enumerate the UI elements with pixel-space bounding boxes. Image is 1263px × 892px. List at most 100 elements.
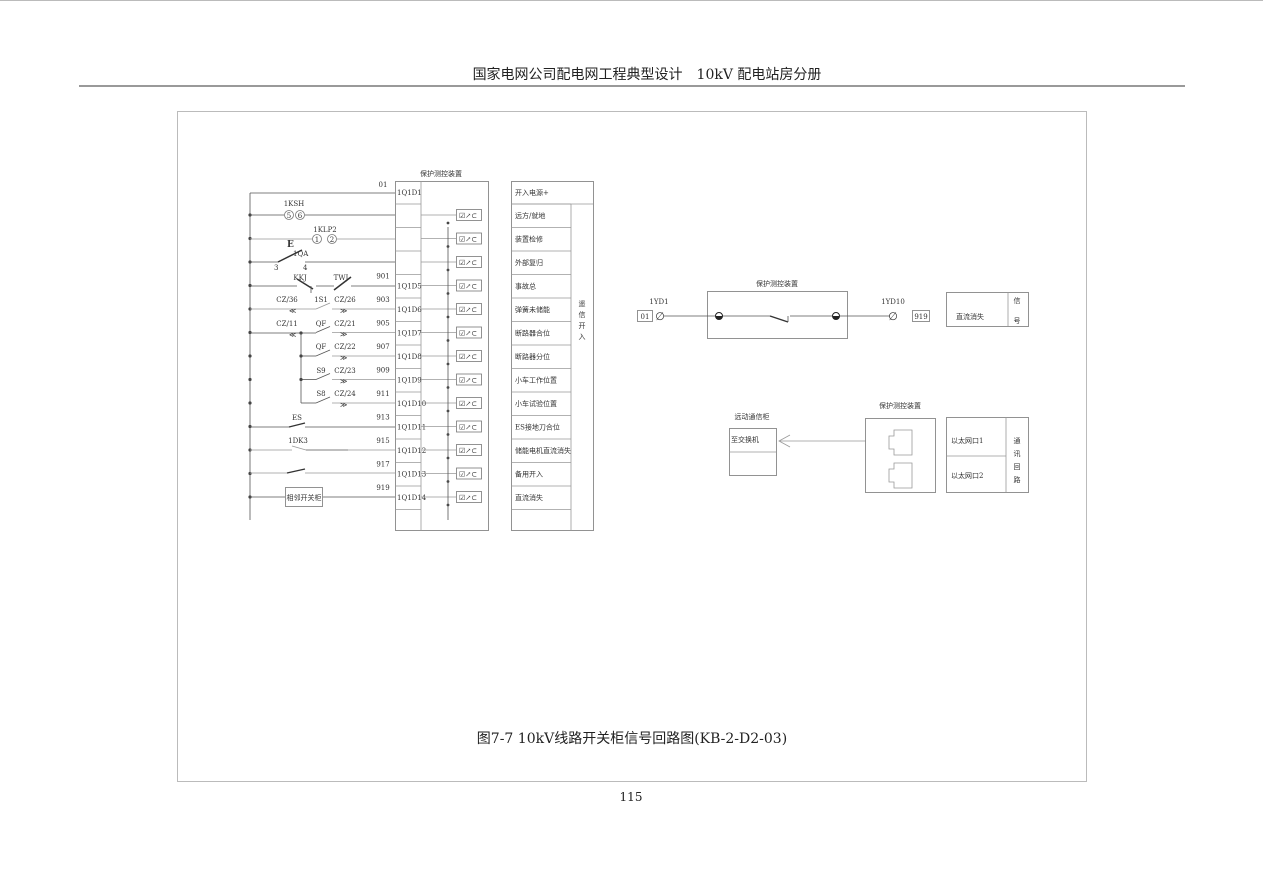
- wire-number: 911: [376, 390, 389, 398]
- terminal-label: 1Q1D9: [397, 377, 422, 385]
- optocoupler-glyph: ☑↗⊂: [459, 494, 477, 502]
- wire-number: 915: [376, 437, 389, 445]
- switch-contact: [315, 349, 331, 357]
- switch-contact: [315, 373, 331, 380]
- group-label-char: 回: [1014, 463, 1021, 471]
- input-label: 远方/就地: [515, 211, 545, 220]
- terminal-label: 1Q1D6: [397, 306, 422, 314]
- wire-number: 917: [376, 461, 389, 469]
- plug-label: CZ/36: [276, 296, 298, 304]
- optocoupler-column: ☑↗⊂☑↗⊂☑↗⊂☑↗⊂☑↗⊂☑↗⊂☑↗⊂☑↗⊂☑↗⊂☑↗⊂☑↗⊂☑↗⊂☑↗⊂: [421, 209, 482, 507]
- ethernet-port-icon: [888, 462, 913, 489]
- optocoupler-glyph: ☑↗⊂: [459, 283, 477, 291]
- adjacent-cabinet-label: 相邻开关柜: [287, 493, 322, 502]
- contact-number: 6: [298, 212, 303, 220]
- group-label-char: 通: [1014, 436, 1021, 445]
- input-label: 直流消失: [515, 493, 543, 502]
- input-label: 备用开入: [515, 470, 543, 479]
- group-label-char: 入: [579, 333, 586, 341]
- terminal-icon: ∅: [655, 310, 665, 323]
- optocoupler-icon: [456, 256, 482, 268]
- port-label: 以太网口2: [951, 471, 983, 480]
- switch-label: ES: [292, 414, 302, 422]
- device-title: 保护测控装置: [879, 401, 921, 410]
- switch-contact: [315, 396, 331, 404]
- optocoupler-icon: [456, 491, 482, 503]
- switch-target-label: 至交换机: [731, 435, 759, 444]
- wire-number: 01: [379, 181, 388, 189]
- contact-number: 3: [274, 264, 278, 272]
- contact-number: 4: [303, 264, 308, 272]
- terminal-label: 1Q1D5: [397, 283, 422, 291]
- terminal-icon: ∅: [888, 310, 898, 323]
- junction-dot: [248, 424, 252, 429]
- dc-loss-signal-circuit: 保护测控装置 01 1YD1 ∅ 1YD10 ∅ 919 直流消失 信 号: [637, 279, 1029, 339]
- input-label: 事故总: [515, 282, 536, 291]
- wire-number: 919: [914, 313, 927, 321]
- optocoupler-icon: [456, 467, 482, 480]
- plug-label: CZ/23: [334, 367, 356, 375]
- contact-number: 5: [287, 212, 291, 220]
- group-label-char: 号: [1014, 317, 1021, 325]
- terminal-label: 1YD10: [881, 298, 905, 306]
- wire-number: 903: [376, 296, 389, 304]
- optocoupler-icon: [456, 232, 482, 245]
- optocoupler-glyph: ☑↗⊂: [459, 447, 477, 455]
- group-label-char: 遥: [579, 299, 586, 308]
- junction-dot: [248, 283, 252, 288]
- optocoupler-glyph: ☑↗⊂: [459, 306, 477, 314]
- optocoupler-glyph: ☑↗⊂: [459, 424, 477, 432]
- optocoupler-glyph: ☑↗⊂: [459, 212, 477, 220]
- switch-label: S9: [316, 367, 325, 375]
- optocoupler-glyph: ☑↗⊂: [459, 377, 477, 385]
- plug-label: CZ/26: [334, 296, 356, 304]
- terminal-label: 1Q1D1: [397, 189, 422, 197]
- terminal-rows: 1Q1D1 1Q1D5 1Q1D6 1Q1D7 1Q1D8 1Q1D9 1Q1D10 1Q1D…: [395, 189, 427, 510]
- input-label: 储能电机直流消失: [515, 446, 571, 455]
- junction-dot: [299, 354, 303, 358]
- contact-number: 1: [315, 236, 319, 244]
- group-label-char: 开: [579, 322, 586, 330]
- svg-text:≪: ≪: [289, 307, 296, 315]
- group-label-char: 信: [579, 310, 586, 319]
- input-label: 装置检修: [515, 235, 543, 244]
- label-kkj: KKJ: [293, 274, 306, 282]
- plug-label: CZ/22: [334, 343, 356, 351]
- adjacent-cabinet-box: [285, 487, 323, 507]
- optocoupler-icon: [456, 373, 482, 386]
- wire-number: 919: [376, 484, 389, 492]
- junction-dot: [299, 377, 303, 382]
- page-header: 国家电网公司配电网工程典型设计 10kV 配电站房分册: [473, 66, 822, 83]
- optocoupler-icon: [456, 326, 482, 339]
- optocoupler-glyph: ☑↗⊂: [459, 400, 477, 408]
- switch-label: 1S1: [314, 296, 328, 304]
- terminal-label: 1Q1D7: [397, 330, 422, 338]
- optocoupler-icon: [456, 350, 482, 362]
- plug-label: CZ/21: [334, 320, 356, 328]
- signal-label: 直流消失: [956, 312, 984, 321]
- switch-contact: [315, 326, 331, 333]
- optocoupler-glyph: ☑↗⊂: [459, 353, 477, 361]
- junction-dot: [248, 401, 252, 405]
- input-label: 断路器分位: [515, 352, 550, 361]
- terminal-label: 1Q1D10: [397, 400, 426, 408]
- terminal-label: 1Q1D14: [397, 494, 427, 502]
- input-label: 外部复归: [515, 258, 543, 267]
- plug-label: CZ/24: [334, 390, 356, 398]
- contact-number: 2: [330, 236, 334, 244]
- switch-label: S8: [316, 390, 325, 398]
- junction-dot: [248, 330, 252, 335]
- group-label-char: 路: [1014, 475, 1021, 484]
- terminal-label: 1Q1D12: [397, 447, 426, 455]
- wire-number: 907: [376, 343, 389, 351]
- device-title: 保护测控装置: [756, 279, 798, 288]
- figure-caption: 图7-7 10kV线路开关柜信号回路图(KB-2-D2-03): [477, 731, 787, 747]
- optocoupler-icon: [456, 444, 482, 456]
- switch-label: QF: [316, 320, 327, 328]
- wire-number: 905: [376, 320, 389, 328]
- plug-symbol: ≫: [340, 401, 347, 409]
- optocoupler-glyph: ☑↗⊂: [459, 471, 477, 479]
- terminal-label: 1Q1D8: [397, 353, 422, 361]
- optocoupler-glyph: ☑↗⊂: [459, 330, 477, 338]
